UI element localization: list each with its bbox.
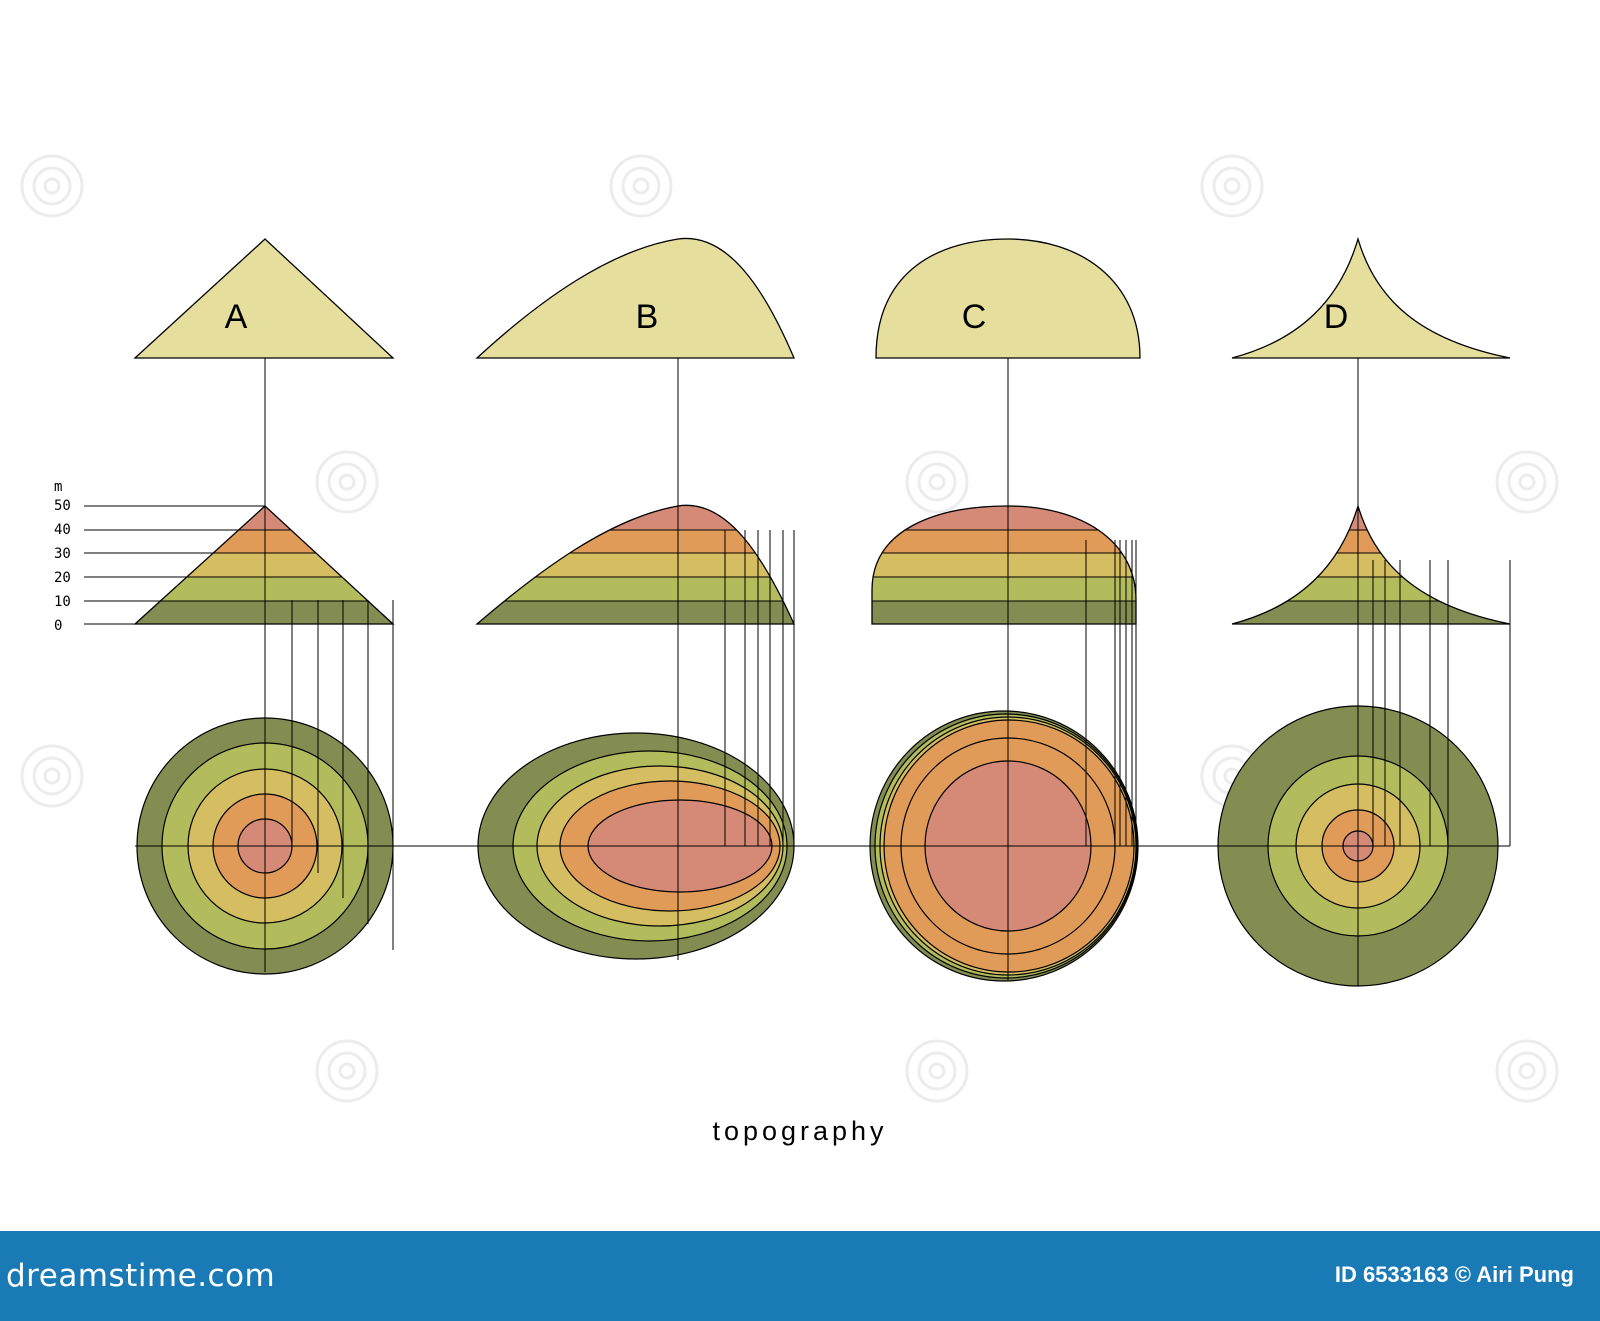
scale-label-10: 10 <box>54 594 71 610</box>
elevation-band <box>872 601 1136 624</box>
profile-outlines <box>133 236 1511 359</box>
layered-profile-b <box>477 506 794 624</box>
elevation-band <box>477 553 794 577</box>
profile-a <box>133 238 395 359</box>
scale-label-30: 30 <box>54 546 71 562</box>
elevation-band <box>872 577 1136 601</box>
profile-d <box>1231 236 1511 359</box>
elevation-band <box>872 530 1136 553</box>
landform-letter-b: B <box>636 298 659 336</box>
diagram-title: topography <box>712 1116 888 1146</box>
elevation-band <box>1232 577 1510 601</box>
projection-lines <box>84 358 1511 986</box>
layered-profile-d <box>1232 506 1510 624</box>
profile-b <box>475 237 795 359</box>
footer-bar: dreamstime.com ID 6533163 © Airi Pung <box>0 1231 1600 1321</box>
landform-letter-a: A <box>225 298 248 336</box>
topography-diagram: A B C D m 50 40 30 20 10 0 <box>20 154 1559 1103</box>
elevation-band <box>135 601 393 624</box>
elevation-band <box>1232 553 1510 577</box>
footer-credit: ID 6533163 © Airi Pung <box>1334 1262 1574 1287</box>
elevation-band <box>872 553 1136 577</box>
scale-label-40: 40 <box>54 522 71 538</box>
profile-c <box>875 238 1141 359</box>
layered-profile-c <box>872 506 1136 624</box>
landform-letter-d: D <box>1324 298 1349 336</box>
elevation-band <box>477 530 794 553</box>
elevation-scale: m 50 40 30 20 10 0 <box>54 479 71 634</box>
elevation-band <box>1232 530 1510 553</box>
elevation-band <box>1232 601 1510 624</box>
layered-profiles <box>133 503 1511 625</box>
scale-unit: m <box>54 479 62 495</box>
elevation-band <box>477 601 794 624</box>
landform-letter-c: C <box>962 298 987 336</box>
scale-label-0: 0 <box>54 618 62 634</box>
scale-label-50: 50 <box>54 498 71 514</box>
scale-label-20: 20 <box>54 570 71 586</box>
footer-logo[interactable]: dreamstime.com <box>6 1258 276 1294</box>
elevation-band <box>872 506 1136 530</box>
elevation-band <box>1232 506 1510 530</box>
